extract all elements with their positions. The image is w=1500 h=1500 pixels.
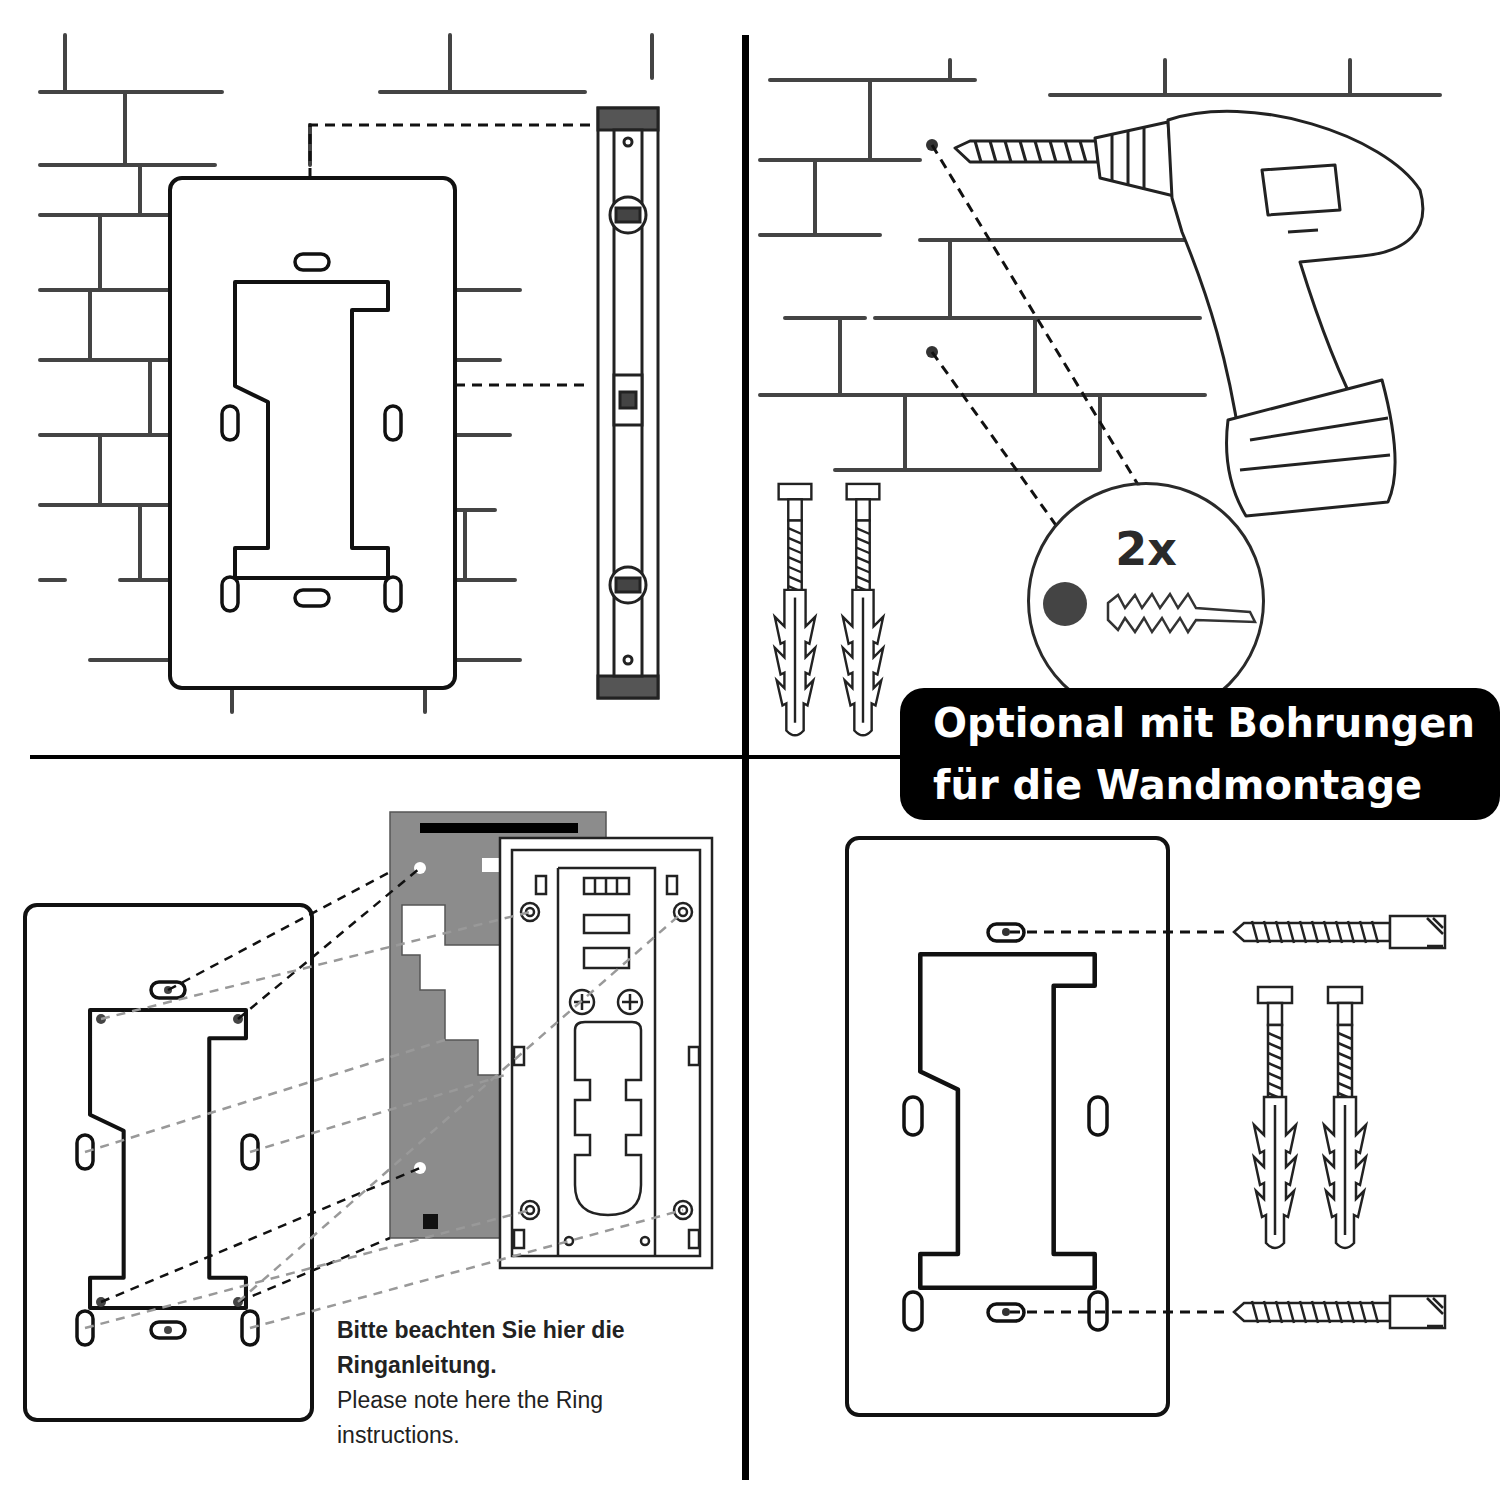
- level-cap: [598, 108, 658, 130]
- level-vial: [610, 567, 646, 603]
- adapter-plate: [847, 838, 1168, 1415]
- drill-chuck: [1095, 122, 1174, 196]
- level-screw: [624, 138, 632, 146]
- drill-hole: [1043, 582, 1087, 626]
- bracket-hole: [521, 903, 539, 921]
- bracket-frame: [500, 838, 712, 1268]
- slot-hole: [222, 406, 238, 440]
- slot-hole: [222, 577, 238, 611]
- leader-line: [1010, 932, 1225, 1312]
- terminal-block: [584, 878, 629, 894]
- info-banner: Optional mit Bohrungen für die Wandmonta…: [900, 688, 1500, 820]
- slot-hole: [904, 1097, 922, 1135]
- slot-hole: [385, 577, 401, 611]
- node-text: 2x: [1030, 521, 1262, 577]
- screw-cross: [622, 994, 638, 1010]
- slot-hole: [151, 1322, 185, 1338]
- drill-switch: [1288, 230, 1318, 232]
- leader-line: [310, 125, 598, 385]
- level-body: [598, 108, 658, 698]
- slot-hole: [295, 254, 329, 270]
- terminal-block: [584, 915, 629, 933]
- wood-screw: [1234, 916, 1445, 948]
- brick-lines: [40, 35, 652, 712]
- node-text: Optional mit Bohrungen für die Wandmonta…: [933, 692, 1480, 816]
- alignment-lines: [85, 868, 683, 1328]
- adapter-plate: [25, 905, 312, 1420]
- bracket-rails: [558, 868, 655, 1256]
- terminal-lines: [595, 878, 617, 894]
- level-vial: [610, 197, 646, 233]
- drill-battery: [1227, 380, 1395, 516]
- slot-hole: [385, 406, 401, 440]
- brick-wall: [40, 35, 652, 712]
- bracket-cable-slot: [575, 1022, 641, 1215]
- level-vial: [614, 375, 642, 425]
- level-cap: [598, 676, 658, 698]
- plate-holes: [904, 924, 1107, 1330]
- backplate-square: [423, 1214, 438, 1229]
- bracket-hole: [641, 1237, 649, 1245]
- level-bubble: [616, 578, 640, 592]
- bracket-slot: [536, 876, 546, 894]
- slot-hole: [904, 1292, 922, 1330]
- bracket-slot: [689, 1230, 699, 1248]
- anchor-screw: [843, 484, 883, 735]
- terminal-block: [584, 948, 629, 968]
- note-text: Bitte beachten Sie hier die Ringanleitun…: [337, 1313, 627, 1383]
- level-bubble: [620, 392, 636, 408]
- bracket-slot: [689, 1047, 699, 1065]
- adapter-plate: [170, 178, 455, 688]
- wall-anchor: [1108, 594, 1255, 632]
- slot-hole: [1089, 1097, 1107, 1135]
- battery-lines: [1240, 418, 1390, 470]
- bracket-inner: [512, 850, 700, 1256]
- bracket-slot: [514, 1230, 524, 1248]
- plate-holes: [222, 254, 401, 611]
- bracket-hole: [526, 1206, 534, 1214]
- screw-point: [164, 1326, 172, 1334]
- leader-line: [932, 145, 1140, 528]
- screw-point: [1002, 1308, 1010, 1316]
- mounting-bracket: [235, 282, 388, 578]
- anchor-screw: [1324, 987, 1366, 1248]
- ring-bracket: [500, 838, 712, 1268]
- leader-line: [101, 868, 420, 1302]
- mounting-bracket: [920, 954, 1094, 1287]
- backplate-cutout: [402, 905, 500, 1075]
- bracket-slot: [667, 876, 677, 894]
- backplate-hole: [414, 1162, 426, 1174]
- anchor-screw: [1254, 987, 1296, 1248]
- chuck-lines: [1112, 127, 1144, 190]
- zoom-circle-fill: [1029, 485, 1261, 717]
- anchor-screw: [775, 484, 815, 735]
- power-drill: [955, 111, 1423, 516]
- level-bubble: [616, 208, 640, 222]
- mounting-bracket: [90, 1010, 246, 1308]
- drill-label: [1262, 165, 1340, 215]
- spirit-level: [598, 108, 658, 698]
- quantity-circle: 2x: [1027, 482, 1265, 720]
- note-text: Please note here the Ring instructions.: [337, 1383, 627, 1453]
- level-screw: [624, 656, 632, 664]
- bracket-hole: [679, 908, 687, 916]
- terminal-screw: [618, 990, 642, 1014]
- slot-hole: [295, 590, 329, 606]
- screw-points: [96, 986, 243, 1334]
- bit-thread: [975, 141, 1086, 162]
- leader-line: [85, 912, 683, 1328]
- drill-bit: [955, 141, 1098, 162]
- backplate-slot: [420, 823, 578, 833]
- screw-point: [1002, 928, 1010, 936]
- wood-screw: [1234, 1296, 1445, 1328]
- bracket-hole: [521, 1201, 539, 1219]
